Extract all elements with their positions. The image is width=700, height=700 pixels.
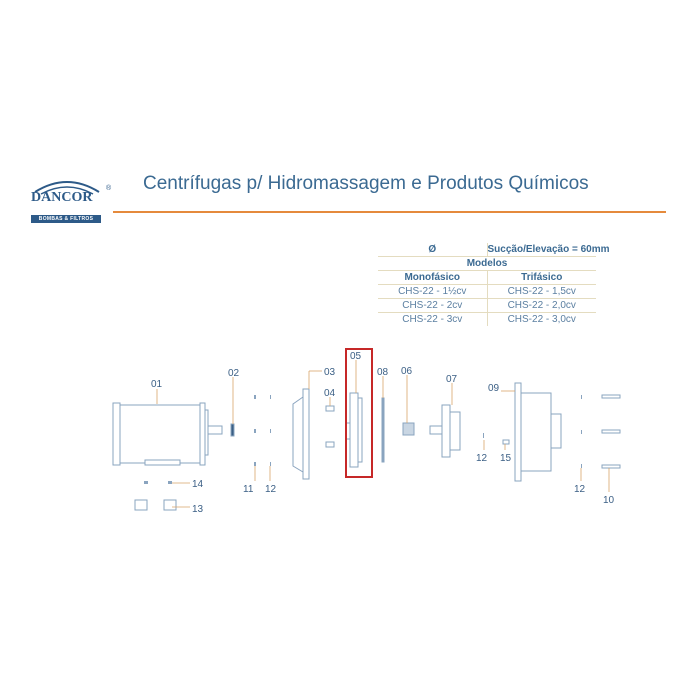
seal-plate-part — [345, 392, 363, 468]
part-label-06: 06 — [401, 366, 413, 377]
table-cell: CHS-22 - 1,5cv — [487, 284, 596, 299]
bolt-part — [601, 464, 621, 469]
column-header: Trifásico — [487, 270, 596, 285]
bolt-part — [601, 429, 621, 434]
table-cell: CHS-22 - 1½cv — [378, 284, 488, 299]
table-cell: CHS-22 - 3cv — [378, 312, 488, 326]
table-cell: CHS-22 - 3,0cv — [507, 314, 576, 325]
table-row: CHS-22 - 3cv CHS-22 - 3,0cv — [378, 312, 596, 326]
bolt-part — [601, 394, 621, 399]
part-label-01: 01 — [151, 379, 163, 390]
logo-registered: ® — [106, 185, 112, 192]
screw-part — [502, 439, 510, 445]
page-title: Centrífugas p/ Hidromassagem e Produtos … — [143, 173, 589, 194]
logo-tagline: BOMBAS & FILTROS — [31, 215, 101, 223]
column-header: Monofásico — [378, 270, 488, 285]
impeller-part — [429, 404, 461, 458]
mechanical-seal-part — [402, 422, 415, 436]
bracket-part — [292, 388, 310, 480]
suction-elevation: Sucção/Elevação = 60mm — [487, 243, 610, 257]
part-label-12: 12 — [574, 484, 586, 495]
diameter-symbol: Ø — [378, 243, 488, 257]
part-label-03: 03 — [324, 367, 336, 378]
highlighted-part-frame — [345, 348, 373, 478]
pump-housing-part — [514, 382, 562, 482]
part-label-10: 10 — [603, 495, 615, 506]
part-label-11: 11 — [243, 484, 254, 495]
models-header: Modelos — [378, 256, 596, 271]
part-label-12: 12 — [265, 484, 277, 495]
title-divider — [113, 211, 666, 213]
part-label-05: 05 — [350, 351, 362, 362]
part-label-08: 08 — [377, 367, 389, 378]
part-label-12: 12 — [476, 453, 488, 464]
part-label-02: 02 — [228, 368, 240, 379]
table-row: Modelos — [378, 256, 596, 271]
dancor-logo: DANCOR ® BOMBAS & FILTROS — [27, 176, 113, 226]
motor-part — [112, 402, 223, 466]
part-label-09: 09 — [488, 383, 500, 394]
table-cell: CHS-22 - 2,0cv — [487, 298, 596, 313]
foot-part — [163, 499, 177, 511]
part-label-13: 13 — [192, 504, 204, 515]
foot-part — [134, 499, 148, 511]
logo-brand: DANCOR — [31, 190, 93, 205]
part-label-07: 07 — [446, 374, 458, 385]
table-cell: CHS-22 - 2cv — [378, 298, 488, 313]
part-label-04: 04 — [324, 388, 336, 399]
part-label-14: 14 — [192, 479, 204, 490]
gasket-part — [381, 397, 385, 463]
part-label-15: 15 — [500, 453, 512, 464]
oring-part — [230, 423, 235, 437]
logo-arch-icon — [34, 181, 100, 195]
screw-part — [325, 441, 335, 448]
screw-part — [325, 405, 335, 412]
